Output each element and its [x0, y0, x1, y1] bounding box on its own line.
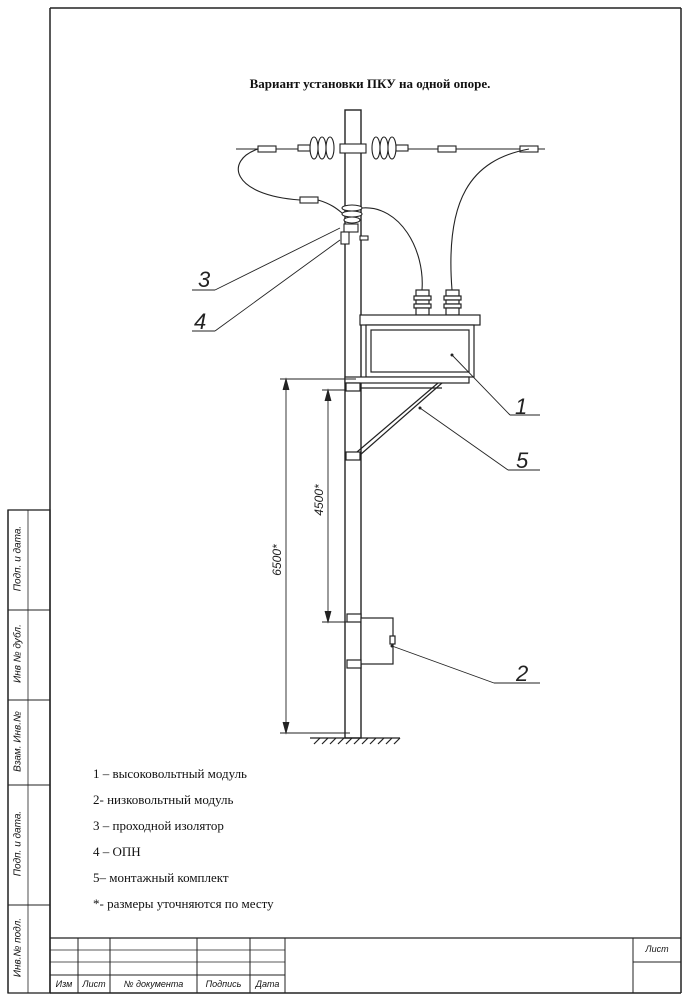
right-insulator-icon	[371, 136, 409, 160]
side-podp-data-bottom: Подп. и дата.	[12, 810, 24, 877]
ground-hatch	[310, 737, 401, 745]
dimension-lines	[280, 377, 356, 735]
callout-4: 4	[194, 309, 206, 334]
legend-note: *- размеры уточняются по месту	[93, 896, 274, 911]
pass-through-insulator	[340, 204, 369, 245]
legend-item-2: 2- низковольтный модуль	[93, 792, 234, 807]
callout-1: 1	[515, 394, 527, 419]
callout-dots	[390, 353, 454, 648]
tb-n-doc: № документа	[123, 979, 184, 989]
callout-2: 2	[515, 661, 528, 686]
legend-item-4: 4 – ОПН	[93, 844, 141, 859]
high-voltage-module	[344, 289, 481, 384]
legend-item-1: 1 – высоковольтный модуль	[93, 766, 247, 781]
tb-data: Дата	[255, 979, 280, 989]
side-vzam-inv: Взам. Инв.№	[12, 711, 24, 772]
crossarm-insulators	[297, 136, 409, 160]
tb-izm: Изм	[55, 979, 73, 989]
mounting-bracket	[345, 382, 443, 461]
tb-list-right: Лист	[645, 944, 669, 954]
dim-6500-label: 6500*	[270, 544, 284, 576]
callout-3: 3	[198, 267, 211, 292]
tb-podpis: Подпись	[205, 979, 242, 989]
callout-leaders	[192, 227, 540, 684]
side-inv-dubl: Инв № дубл.	[12, 624, 24, 683]
overhead-wires	[236, 145, 545, 291]
callout-5: 5	[516, 448, 529, 473]
left-insulator-icon	[297, 136, 335, 160]
legend-item-5: 5– монтажный комплект	[93, 870, 229, 885]
drawing-title: Вариант установки ПКУ на одной опоре.	[249, 76, 491, 91]
low-voltage-module	[346, 613, 396, 669]
tb-list: Лист	[82, 979, 106, 989]
utility-pole	[344, 109, 362, 739]
side-inv-podl: Инв.№ подл.	[12, 917, 24, 978]
legend-item-3: 3 – проходной изолятор	[93, 818, 224, 833]
side-podp-data-top: Подп. и дата.	[12, 525, 24, 592]
dim-4500-label: 4500*	[312, 484, 326, 516]
sheet-frame	[7, 7, 682, 994]
